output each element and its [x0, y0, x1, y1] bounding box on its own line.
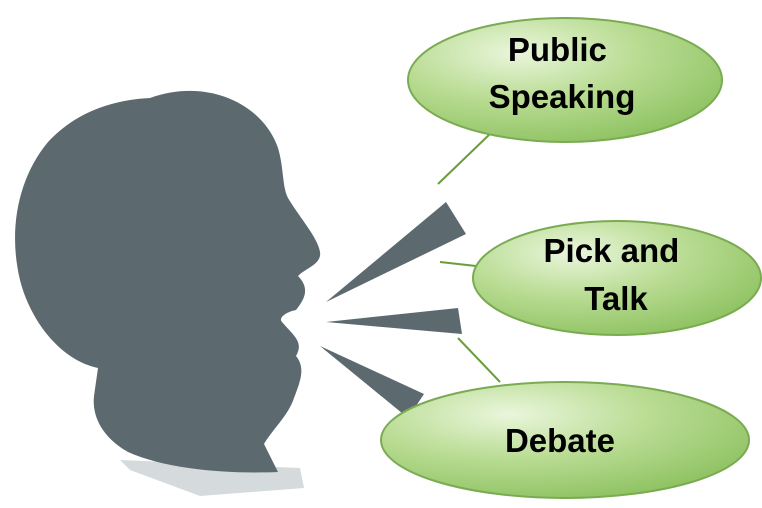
bubble-public-speaking: Public Speaking	[407, 17, 723, 143]
bubble-label-line: Debate	[505, 422, 615, 459]
svg-text:Public Speaking: Public Speaking	[489, 31, 636, 115]
bubble-label-line: Speaking	[489, 78, 636, 115]
bubble-pick-and-talk: Pick and Talk	[472, 220, 762, 336]
connector-debate	[457, 337, 501, 383]
bubble-label-line: Talk	[584, 280, 648, 317]
connector-public-speaking	[437, 131, 493, 185]
svg-text:Debate: Debate	[505, 422, 615, 459]
sound-wave-upper	[326, 202, 466, 302]
bubble-shape	[407, 17, 723, 143]
bubble-label-line: Public	[508, 31, 607, 68]
connector-pick-and-talk	[439, 261, 477, 267]
bubble-shape	[472, 220, 762, 336]
svg-text:Pick and Talk: Pick and Talk	[544, 232, 689, 317]
head-silhouette-icon	[15, 90, 321, 473]
sound-wave-lower	[320, 346, 424, 418]
sound-wave-middle	[326, 308, 462, 334]
bubble-shape	[380, 381, 750, 499]
bubble-debate: Debate	[380, 381, 750, 499]
bubble-label-line: Pick and	[544, 232, 680, 269]
